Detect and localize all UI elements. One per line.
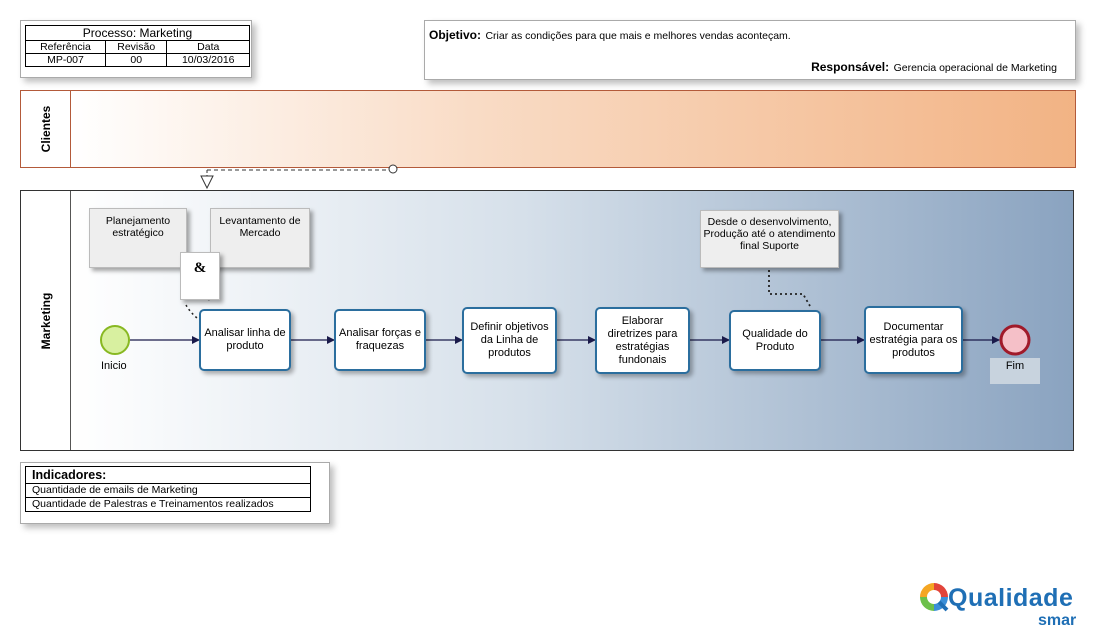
data-market-label: Levantamento de Mercado: [219, 215, 301, 239]
logo-brand-text: Qualidade: [948, 584, 1074, 612]
text-annotation[interactable]: Desde o desenvolvimento, Produção até o …: [700, 210, 839, 268]
task-analisar-linha[interactable]: Analisar linha de produto: [199, 309, 291, 371]
responsible-text: Gerencia operacional de Marketing: [893, 62, 1057, 74]
indicator-item: Quantidade de emails de Marketing: [25, 483, 311, 498]
task-label: Elaborar diretrizes para estratégias fun…: [607, 314, 678, 366]
data-market[interactable]: Levantamento de Mercado: [210, 208, 310, 268]
annotation-association: [768, 270, 811, 307]
objective-box: Objetivo: Criar as condições para que ma…: [424, 20, 1076, 80]
responsible-line: Responsável: Gerencia operacional de Mar…: [811, 58, 1057, 76]
process-header-box: Processo: Marketing Referência Revisão D…: [20, 20, 252, 78]
message-flow-arrow-icon: [200, 175, 214, 190]
process-header-table: Processo: Marketing Referência Revisão D…: [25, 25, 250, 67]
start-event-icon[interactable]: [100, 325, 130, 355]
pool-marketing-header: Marketing: [21, 191, 71, 450]
objective-label: Objetivo:: [429, 28, 482, 42]
message-flow-origin-icon: [388, 164, 398, 174]
task-elaborar-diretrizes[interactable]: Elaborar diretrizes para estratégias fun…: [595, 307, 690, 374]
task-label: Documentar estratégia para os produtos: [869, 320, 958, 359]
objective-text: Criar as condições para que mais e melho…: [485, 30, 791, 42]
brand-logo: Qualidade smar: [918, 580, 1088, 632]
pool-clients-header: Clientes: [21, 91, 71, 167]
end-event-label: Fim: [990, 358, 1040, 384]
start-event-label: Inicio: [101, 360, 127, 372]
data-planning[interactable]: Planejamento estratégico: [89, 208, 187, 268]
annotation-text: Desde o desenvolvimento, Produção até o …: [703, 216, 836, 252]
indicator-item: Quantidade de Palestras e Treinamentos r…: [25, 497, 311, 512]
task-analisar-forcas[interactable]: Analisar forças e fraquezas: [334, 309, 426, 371]
logo-mark-icon: [920, 583, 949, 612]
revision-value: 00: [104, 53, 168, 67]
end-event-icon[interactable]: [999, 324, 1031, 356]
data-planning-label: Planejamento estratégico: [105, 215, 171, 239]
task-label: Qualidade do Produto: [742, 327, 808, 353]
pool-clients[interactable]: Clientes: [20, 90, 1076, 168]
and-symbol: &: [193, 260, 207, 276]
responsible-label: Responsável:: [811, 60, 890, 74]
logo-sub-text: smar: [1038, 612, 1077, 629]
task-qualidade-produto[interactable]: Qualidade do Produto: [729, 310, 821, 371]
task-definir-objetivos[interactable]: Definir objetivos da Linha de produtos: [462, 307, 557, 374]
task-label: Analisar linha de produto: [204, 327, 286, 352]
indicators-box: Indicadores: Quantidade de emails de Mar…: [20, 462, 330, 524]
task-label: Definir objetivos da Linha de produtos: [470, 321, 549, 359]
date-value: 10/03/2016: [166, 53, 250, 67]
message-flow[interactable]: [200, 164, 398, 190]
task-documentar-estrategia[interactable]: Documentar estratégia para os produtos: [864, 306, 963, 374]
indicators-title: Indicadores:: [25, 466, 311, 484]
data-collection-and[interactable]: &: [180, 252, 220, 300]
task-label: Analisar forças e fraquezas: [339, 327, 421, 352]
revision-header: Revisão: [104, 40, 168, 54]
reference-value: MP-007: [25, 53, 106, 67]
objective-line: Objetivo: Criar as condições para que ma…: [429, 26, 791, 44]
pool-clients-lane: [71, 91, 1075, 167]
indicators-table: Indicadores: Quantidade de emails de Mar…: [25, 466, 311, 512]
